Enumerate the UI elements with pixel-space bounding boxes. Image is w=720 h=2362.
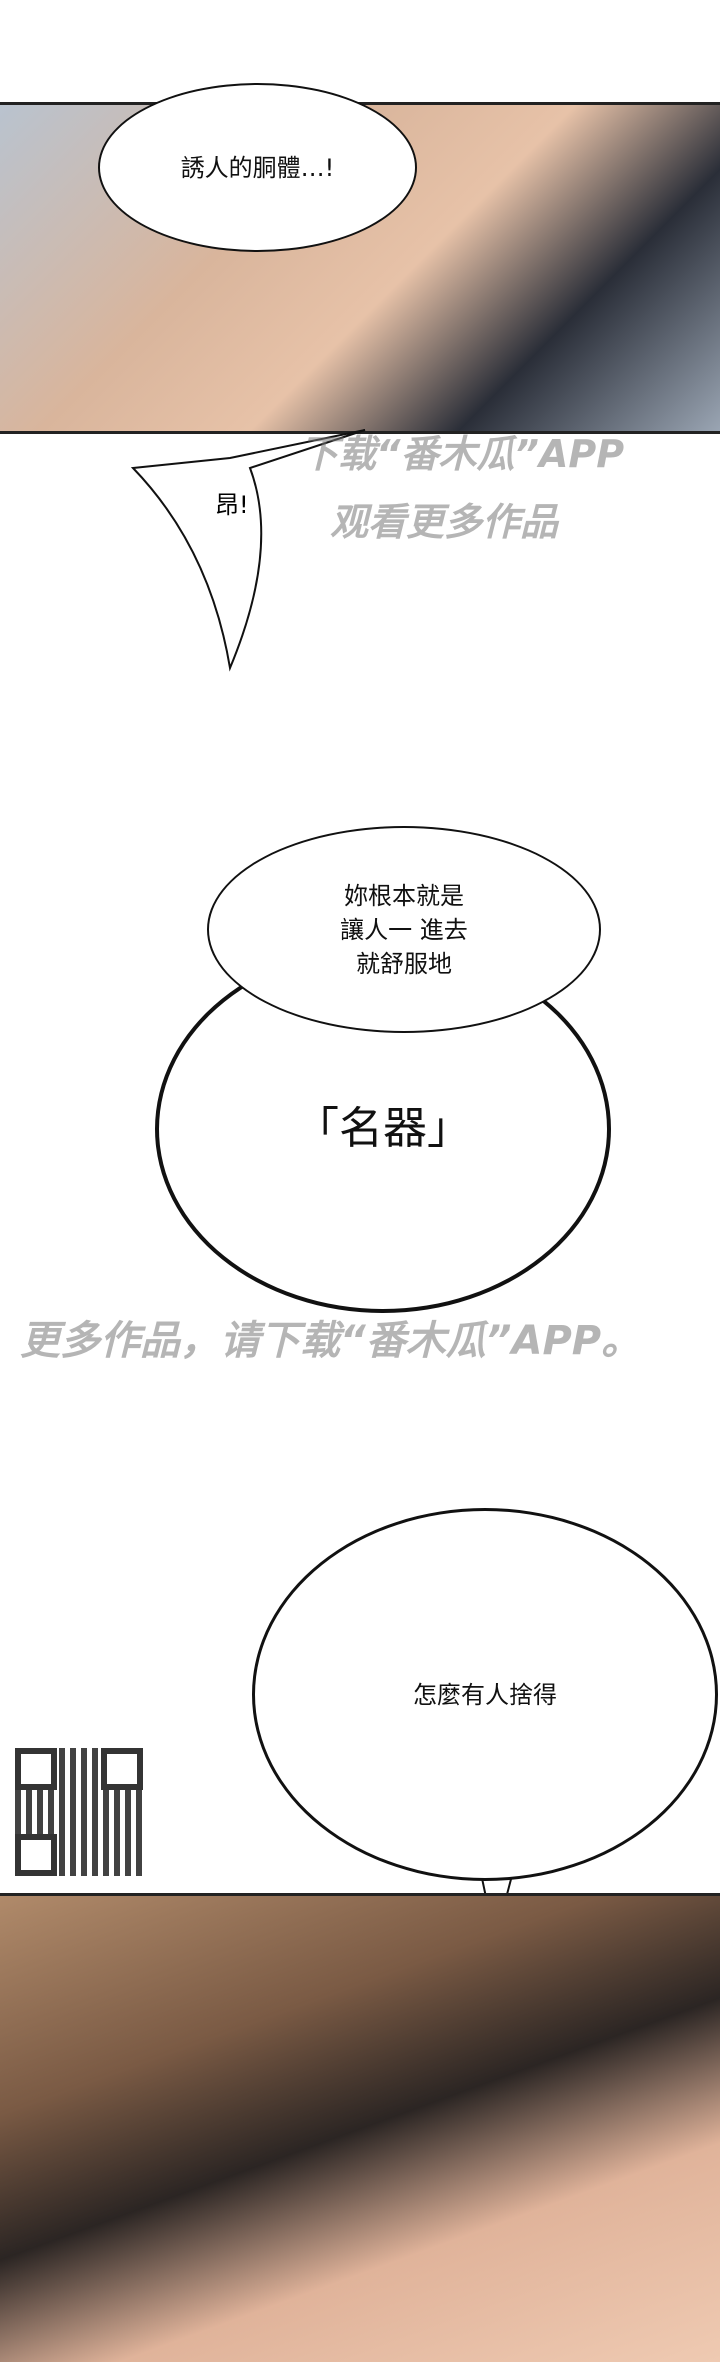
bubble-text: 「名器」: [295, 1103, 471, 1154]
qr-code[interactable]: [15, 1748, 143, 1876]
speech-bubble-3: 怎麼有人捨得: [252, 1508, 718, 1881]
speech-bubble-2: 妳根本就是 讓人一 進去 就舒服地: [207, 826, 601, 1033]
watermark-text: 下载“番木瓜”APP: [300, 432, 625, 476]
bubble-text: 誘人的胴體…!: [180, 153, 335, 182]
bubble-text: 怎麼有人捨得: [413, 1680, 557, 1709]
watermark-text: 更多作品，请下载“番木瓜”APP。: [20, 1318, 642, 1364]
watermark-text: 观看更多作品: [330, 500, 559, 544]
speech-bubble-1: 誘人的胴體…!: [98, 83, 417, 252]
shout-text: 昂!: [215, 491, 249, 519]
shout-bubble: [130, 429, 366, 672]
bottom-comic-panel: [0, 1893, 720, 2362]
bubble-text: 妳根本就是 讓人一 進去 就舒服地: [340, 881, 468, 978]
